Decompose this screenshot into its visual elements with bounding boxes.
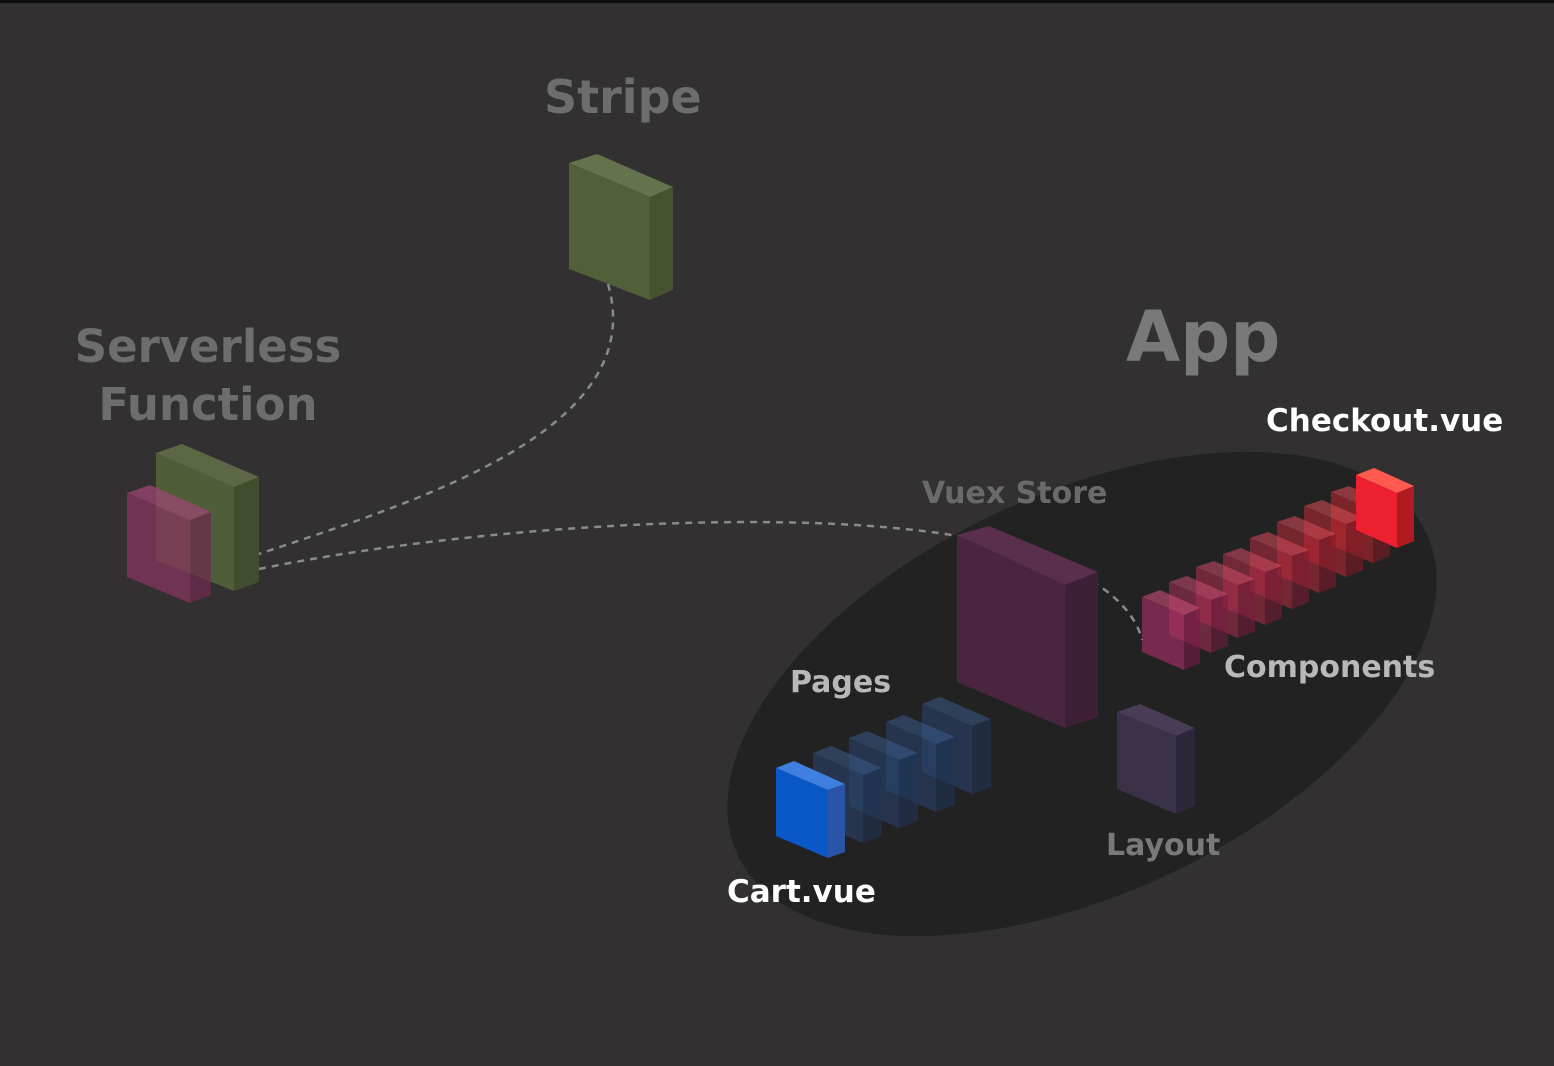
components-label: Components [1224, 650, 1436, 685]
serverless-function-label: Serverless Function [40, 318, 376, 434]
app-label: App [1126, 296, 1281, 378]
serverless-pink-block [127, 485, 211, 603]
component-block [1142, 590, 1200, 670]
layout-label: Layout [1106, 828, 1221, 863]
cart-block [776, 761, 845, 858]
vuex-store-label: Vuex Store [922, 476, 1108, 511]
vuex-store-block [957, 526, 1098, 728]
serverless-label-line1: Serverless [74, 320, 342, 373]
connector-stripe-serverless [258, 283, 615, 556]
stripe-block [569, 154, 673, 300]
connector-serverless-components [258, 520, 1144, 641]
cart-vue-label: Cart.vue [727, 874, 876, 910]
pages-label: Pages [790, 665, 892, 700]
checkout-block [1356, 468, 1414, 548]
stripe-label: Stripe [544, 70, 702, 124]
layout-block [1117, 704, 1195, 814]
top-border [0, 0, 1554, 3]
checkout-vue-label: Checkout.vue [1266, 403, 1504, 439]
serverless-label-line2: Function [98, 378, 318, 431]
